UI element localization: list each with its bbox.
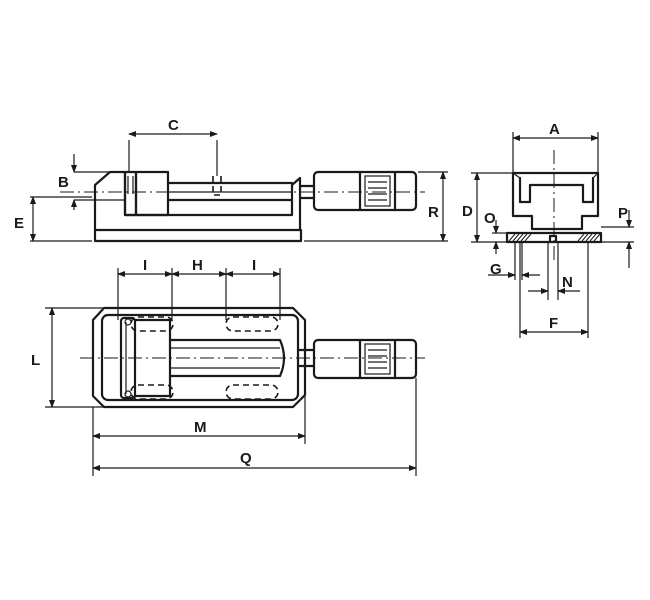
dimension-label-b: B bbox=[58, 174, 69, 191]
top-handle bbox=[312, 338, 418, 380]
dimension-label-i-right: I bbox=[252, 257, 256, 274]
side-movable-jaw bbox=[134, 170, 170, 217]
dimension-label-n: N bbox=[562, 274, 573, 291]
dimension-label-e: E bbox=[14, 215, 24, 232]
end-inner-jaw bbox=[518, 176, 595, 204]
dimension-label-f: F bbox=[549, 315, 558, 332]
top-slot-left-lower bbox=[130, 384, 174, 400]
top-slot-right-lower bbox=[225, 384, 279, 400]
end-view: A D O P G N F bbox=[462, 121, 634, 338]
dimension-label-p: P bbox=[618, 205, 628, 222]
end-body-outline bbox=[511, 171, 600, 231]
dimension-label-l: L bbox=[31, 352, 40, 369]
side-view: C B E R bbox=[14, 117, 448, 243]
top-view: L I H I M Q bbox=[31, 257, 425, 476]
top-base-outline bbox=[91, 306, 307, 409]
dimension-label-c: C bbox=[168, 117, 179, 134]
dimension-label-r: R bbox=[428, 204, 439, 221]
dimension-label-d: D bbox=[462, 203, 473, 220]
side-jaw-post bbox=[123, 170, 138, 217]
top-slot-right-upper bbox=[225, 316, 279, 332]
dimension-label-a: A bbox=[549, 121, 560, 138]
dimension-label-i-left: I bbox=[143, 257, 147, 274]
top-slot-left-upper bbox=[130, 316, 174, 332]
dimension-label-g: G bbox=[490, 261, 502, 278]
side-dashed-slot bbox=[212, 176, 222, 196]
dimension-label-o: O bbox=[484, 210, 496, 227]
dimension-label-m: M bbox=[194, 419, 207, 436]
dimension-label-h: H bbox=[192, 257, 203, 274]
end-hatch-left bbox=[508, 233, 532, 242]
side-base-plate bbox=[93, 228, 303, 243]
dimension-label-q: Q bbox=[240, 450, 252, 467]
end-hatch-right bbox=[577, 233, 601, 242]
side-handle bbox=[312, 170, 418, 212]
